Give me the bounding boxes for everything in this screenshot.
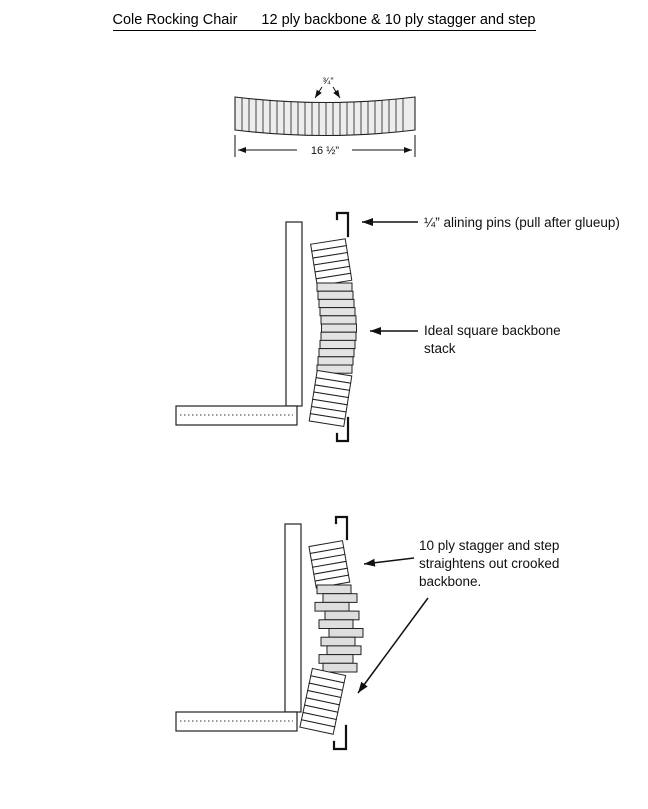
ideal-stack-label: Ideal square backbone stack bbox=[424, 323, 561, 356]
leader-arrow-stagger-top bbox=[363, 557, 415, 567]
lamination-body bbox=[235, 97, 415, 136]
fanned-plies-top-2 bbox=[308, 540, 351, 589]
alignment-pin-bottom-2 bbox=[332, 724, 348, 751]
stagger-backbone-diagram bbox=[175, 515, 429, 751]
page-title: Cole Rocking Chair 12 ply backbone & 10 p… bbox=[0, 12, 648, 31]
staggered-stack bbox=[314, 584, 364, 673]
pins-label: ¼” alining pins (pull after glueup) bbox=[424, 215, 620, 230]
lamination-outline bbox=[234, 96, 416, 137]
leader-arrow-stagger-bottom bbox=[357, 597, 429, 694]
fanned-plies-bottom bbox=[308, 369, 353, 427]
jig-vertical-board-2 bbox=[284, 523, 302, 713]
title-part2: 12 ply backbone & 10 ply stagger and ste… bbox=[261, 12, 536, 28]
stagger-step-label: 10 ply stagger and step straightens out … bbox=[419, 538, 560, 589]
fanned-plies-bottom-2 bbox=[299, 667, 347, 735]
title-part1: Cole Rocking Chair bbox=[112, 12, 238, 28]
ply-lines bbox=[241, 97, 404, 136]
alignment-pin-top-2 bbox=[334, 515, 349, 541]
overall-width-label: 16 ½” bbox=[311, 145, 339, 157]
fanned-plies-top bbox=[310, 238, 353, 287]
jig-vertical-board bbox=[285, 221, 303, 407]
title-underline: Cole Rocking Chair 12 ply backbone & 10 p… bbox=[112, 12, 536, 31]
ply-width-label: ¾” bbox=[322, 76, 333, 87]
ply-width-dimension bbox=[314, 86, 341, 99]
overall-width-dimension bbox=[234, 135, 416, 157]
alignment-pin-top bbox=[335, 211, 350, 238]
backbone-stack bbox=[316, 282, 357, 374]
alignment-pin-bottom bbox=[335, 416, 350, 443]
square-backbone-diagram bbox=[175, 211, 418, 443]
top-view-lamination: ¾” 16 ½” bbox=[234, 76, 416, 157]
